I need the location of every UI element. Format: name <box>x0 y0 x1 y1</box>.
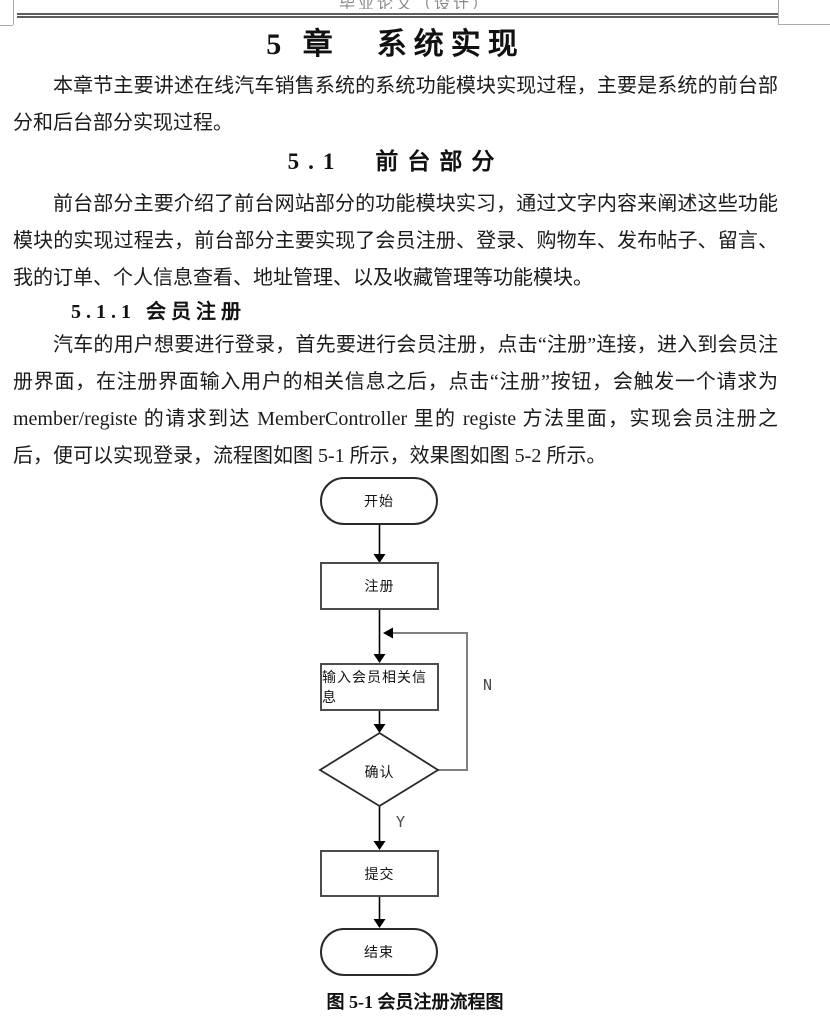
paragraph-register: 汽车的用户想要进行登录，首先要进行会员注册，点击“注册”连接，进入到会员注册界面… <box>13 334 778 467</box>
figure-caption: 图 5-1 会员注册流程图 <box>326 992 504 1012</box>
node-label-start: 开始 <box>364 493 394 509</box>
running-header-text: 毕业论文（设计） <box>338 0 491 9</box>
margin-mark-top-right-horizontal <box>778 24 830 25</box>
document-body: 5 章 系统实现 本章节主要讲述在线汽车销售系统的系统功能模块实现过程，主要是系… <box>13 28 778 475</box>
node-label-confirm: 确认 <box>364 764 395 780</box>
subsection-title: 5.1.1 会员注册 <box>71 301 246 323</box>
arrowhead-loop <box>383 627 393 639</box>
loop-line-no-branch <box>392 632 468 771</box>
node-label-input-info: 输入会员相关信息 <box>322 669 427 705</box>
margin-mark-top-left-vertical <box>13 0 14 25</box>
chapter-title: 5 章 系统实现 <box>266 28 525 61</box>
paragraph-intro: 本章节主要讲述在线汽车销售系统的系统功能模块实现过程，主要是系统的前台部分和后台… <box>13 75 778 134</box>
arrowhead-confirm <box>373 724 386 733</box>
flowchart-node-start: 开始 <box>320 477 438 525</box>
edge-label-yes: Y <box>396 813 406 831</box>
section-title: 5.1 前台部分 <box>287 149 504 174</box>
arrowhead-register <box>373 554 386 563</box>
flowchart-node-submit: 提交 <box>320 850 439 897</box>
flowchart-node-end: 结束 <box>320 928 438 976</box>
decision-diamond <box>318 731 440 808</box>
edge-label-no: N <box>483 676 493 694</box>
arrowhead-input <box>373 654 386 663</box>
arrowhead-end <box>373 919 386 928</box>
flowchart-node-register: 注册 <box>320 562 439 610</box>
node-label-register: 注册 <box>364 578 395 594</box>
flowchart-connectors <box>318 525 468 928</box>
flowchart-node-input-info: 输入会员相关信息 <box>320 663 439 711</box>
paragraph-frontend: 前台部分主要介绍了前台网站部分的功能模块实习，通过文字内容来阐述这些功能模块的实… <box>13 193 778 289</box>
margin-mark-top-right-vertical <box>778 0 779 24</box>
flowchart-figure: 开始 注册 输入会员相关信息 确认 提交 结束 N Y 图 5-1 会员注册流程… <box>0 470 830 1030</box>
node-label-end: 结束 <box>364 944 394 960</box>
margin-mark-top-left-horizontal <box>0 25 13 26</box>
header-divider <box>17 13 778 18</box>
node-label-submit: 提交 <box>364 865 395 882</box>
arrowhead-submit <box>373 841 386 850</box>
running-header: 毕业论文（设计） <box>0 0 830 9</box>
